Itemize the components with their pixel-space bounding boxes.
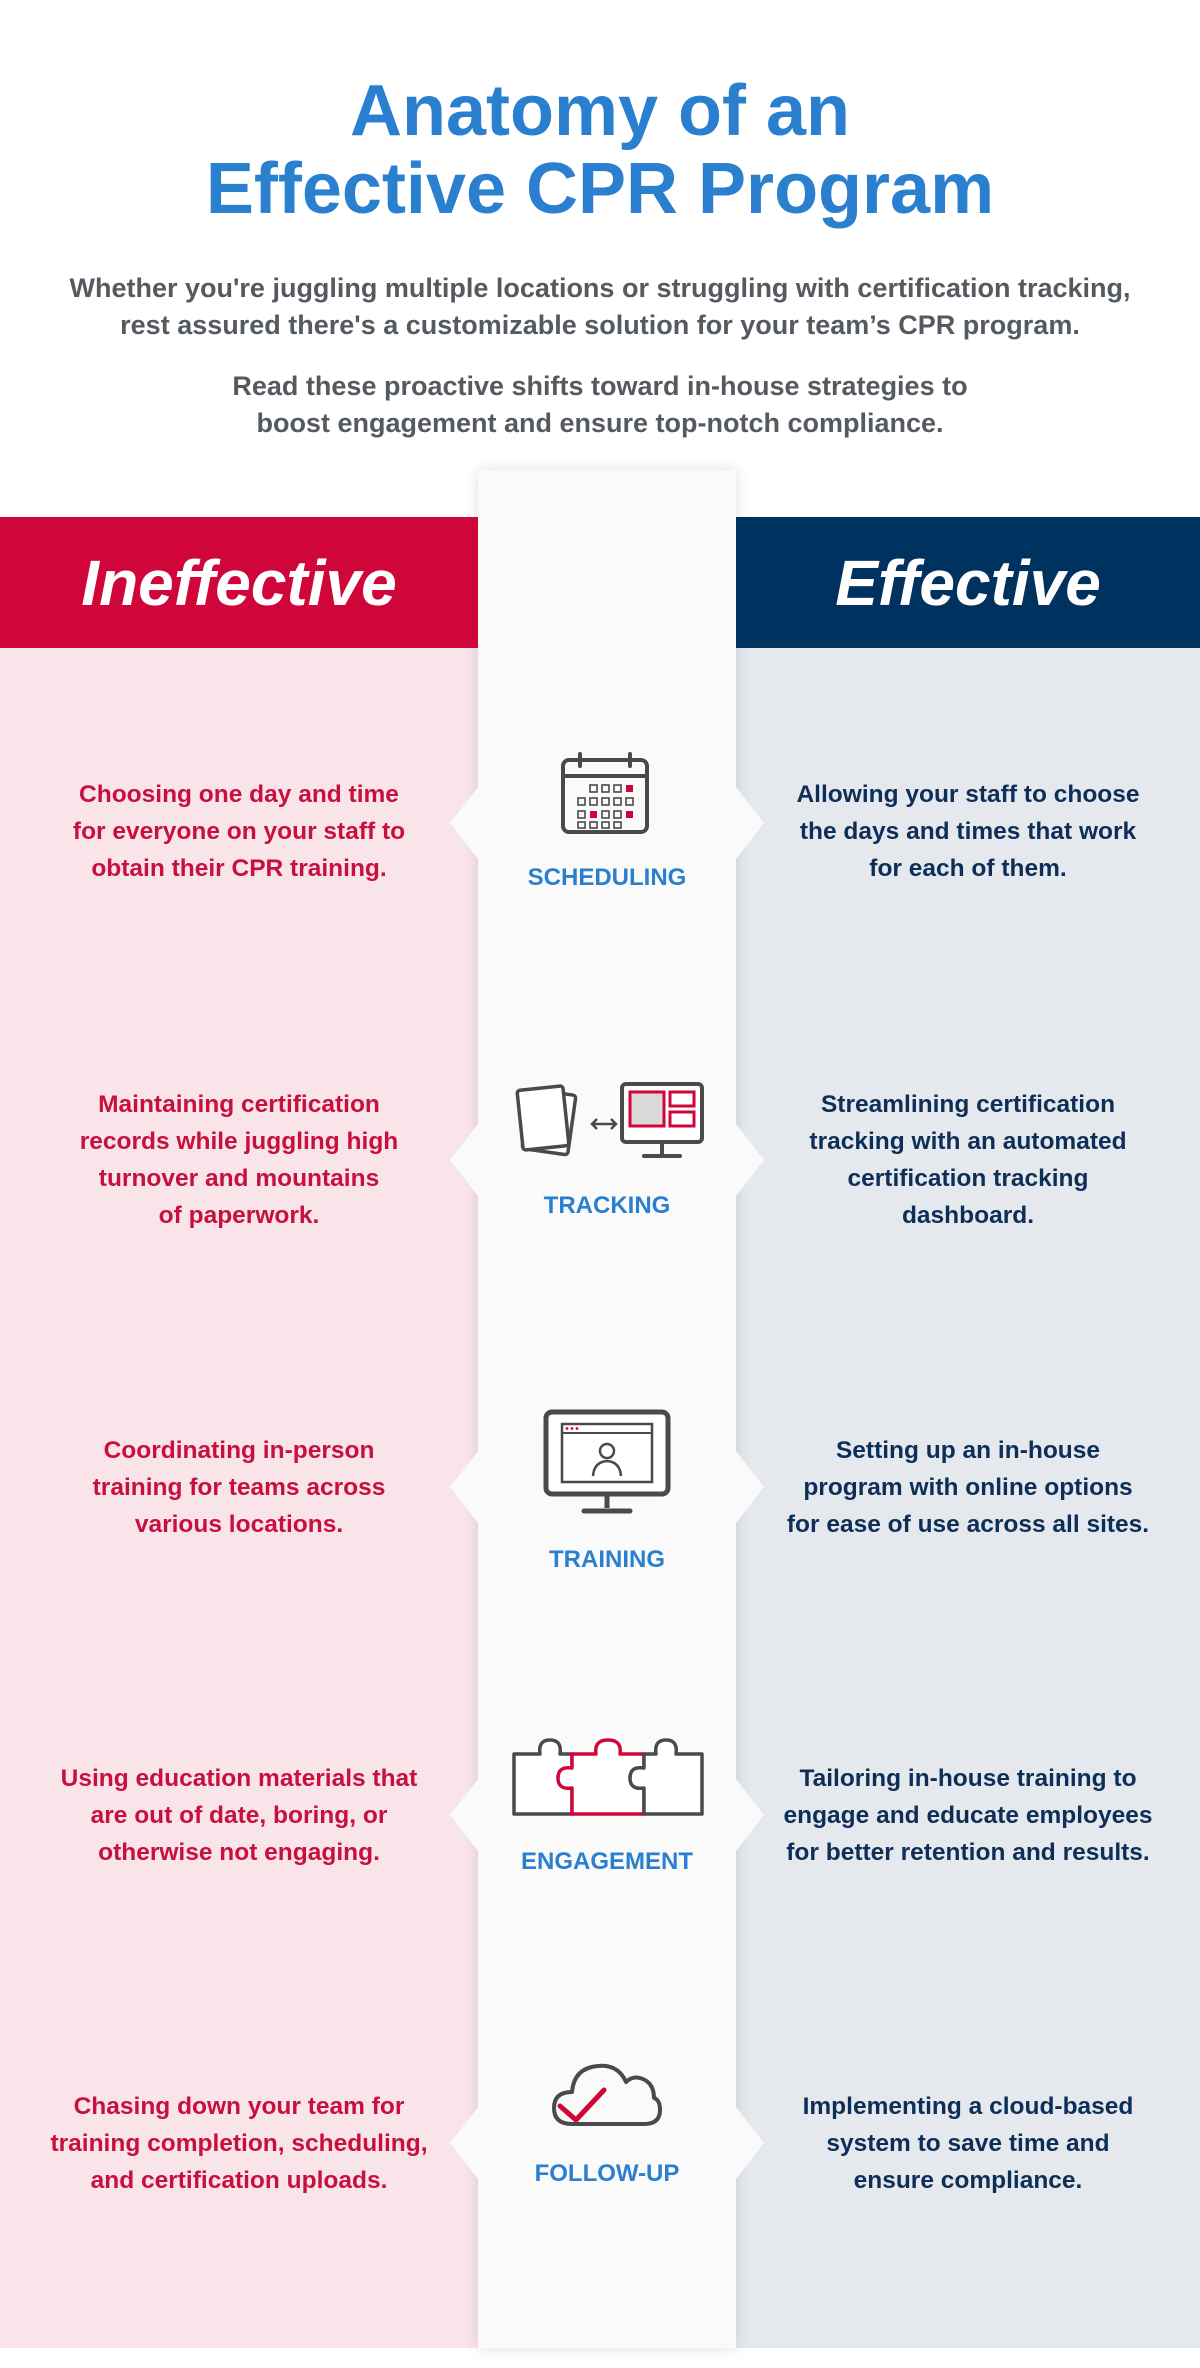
category-label-follow-up: FOLLOW-UP (534, 2160, 680, 2187)
ineffective-column (0, 648, 478, 2348)
online-training-monitor-icon (543, 1409, 671, 1514)
arrow-right (736, 787, 764, 859)
arrow-left (450, 2107, 478, 2179)
ineffective-text-training: Coordinating in-person training for team… (92, 1437, 386, 1538)
effective-column (736, 648, 1200, 2348)
ineffective-header: Ineffective (0, 517, 478, 648)
calendar-icon (561, 752, 649, 834)
arrow-left (450, 787, 478, 859)
intro-paragraph: Whether you're juggling multiple locatio… (69, 273, 1131, 340)
ineffective-text-tracking: Maintaining certification records while … (79, 1091, 399, 1229)
arrow-right (736, 1451, 764, 1523)
cloud-check-icon (552, 2063, 662, 2126)
category-label-tracking: TRACKING (543, 1192, 671, 1219)
effective-header: Effective (736, 517, 1200, 648)
effective-text-tracking: Streamlining certification tracking with… (809, 1091, 1127, 1229)
intro-subparagraph: Read these proactive shifts toward in-ho… (232, 371, 968, 438)
category-label-scheduling: SCHEDULING (527, 864, 687, 891)
category-label-engagement: ENGAGEMENT (520, 1848, 693, 1875)
arrow-left (450, 1451, 478, 1523)
effective-text-engagement: Tailoring in-house training to engage an… (783, 1765, 1153, 1866)
category-label-training: TRAINING (549, 1546, 665, 1573)
paperwork-to-dashboard-icon (515, 1082, 704, 1158)
arrow-right (736, 1779, 764, 1851)
ineffective-text-engagement: Using education materials that are out o… (60, 1765, 418, 1866)
arrow-left (450, 1779, 478, 1851)
effective-text-scheduling: Allowing your staff to choose the days a… (796, 781, 1140, 882)
arrow-right (736, 1124, 764, 1196)
page-title: Anatomy of an Effective CPR Program (205, 71, 995, 229)
effective-text-follow-up: Implementing a cloud-based system to sav… (802, 2093, 1134, 2194)
arrow-right (736, 2107, 764, 2179)
category-column (478, 470, 736, 2348)
ineffective-text-scheduling: Choosing one day and time for everyone o… (72, 781, 406, 882)
ineffective-text-follow-up: Chasing down your team for training comp… (50, 2093, 428, 2194)
puzzle-pieces-icon (512, 1738, 704, 1816)
arrow-left (450, 1124, 478, 1196)
effective-text-training: Setting up an in-house program with onli… (786, 1437, 1150, 1538)
